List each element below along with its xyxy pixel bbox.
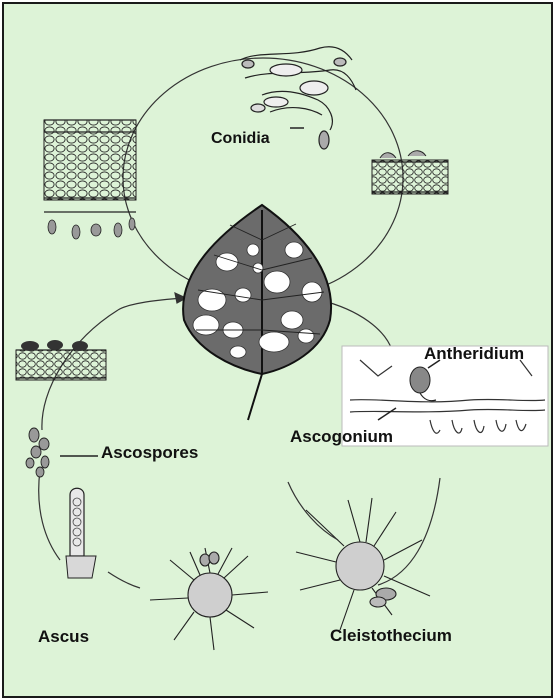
label-conidia: Conidia [211,130,270,148]
label-cleistothecium: Cleistothecium [330,626,452,646]
label-ascospores: Ascospores [101,443,198,463]
label-ascogonium: Ascogonium [290,427,393,447]
label-antheridium: Antheridium [424,344,524,364]
label-ascus: Ascus [38,627,89,647]
